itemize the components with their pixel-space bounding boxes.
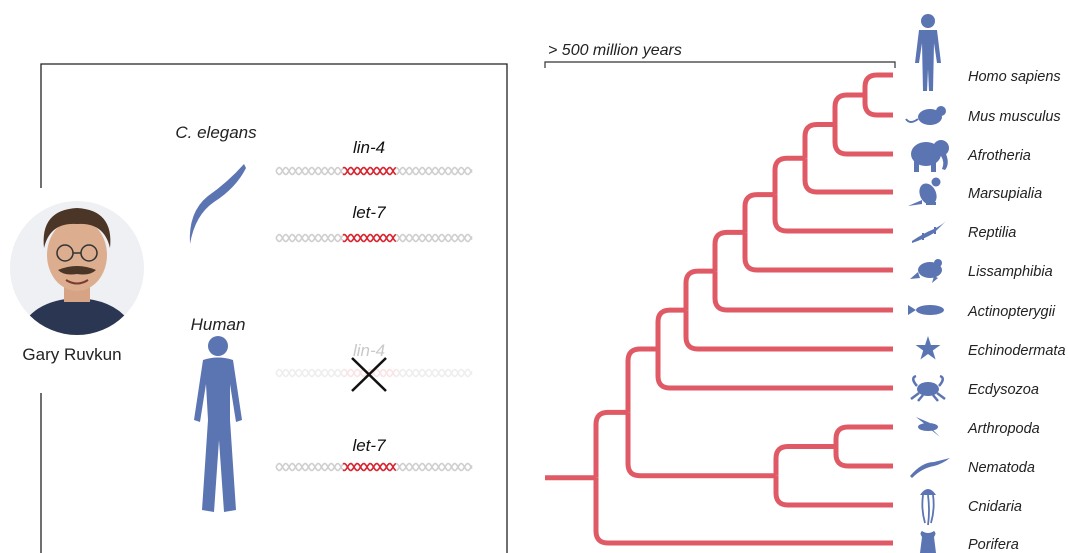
tree-branch [802, 122, 835, 159]
c-elegans-label: C. elegans [175, 123, 257, 142]
phylogenetic-tree [545, 72, 893, 546]
portrait-avatar [10, 201, 144, 335]
human-body-icon [194, 336, 242, 512]
taxon-label: Cnidaria [968, 499, 1022, 515]
tree-branch [742, 192, 775, 233]
tree-branch [712, 271, 893, 313]
mouse-icon [905, 106, 946, 125]
taxon-icons [905, 14, 950, 553]
gene-label-let7-human: let-7 [352, 436, 386, 455]
taxon-label: Ecdysozoa [968, 382, 1039, 398]
dna-strand-let7-human [275, 462, 473, 472]
tree-branch [832, 92, 865, 125]
tree-branch [862, 72, 893, 95]
tree-branch [593, 409, 628, 478]
lizard-icon [912, 221, 946, 243]
taxon-label: Marsupialia [968, 186, 1042, 202]
taxon-label: Homo sapiens [968, 69, 1061, 85]
jellyfish-icon [920, 489, 936, 526]
dna-strand-let7-elegans [275, 233, 473, 243]
tree-branch [773, 475, 893, 508]
tree-branch [712, 229, 745, 272]
starfish-icon [915, 336, 941, 360]
taxon-label: Echinodermata [968, 343, 1066, 359]
taxon-label: Nematoda [968, 460, 1035, 476]
tree-branch [593, 477, 893, 546]
tree-branch [833, 424, 893, 447]
tree-branch [802, 158, 893, 195]
fish-icon [908, 305, 944, 315]
tree-branch [772, 194, 893, 234]
person-name: Gary Ruvkun [22, 345, 121, 364]
worm-icon [910, 458, 950, 478]
tree-branch [833, 446, 893, 469]
tree-branch [683, 268, 715, 311]
scale-label: > 500 million years [548, 42, 682, 59]
tree-branch [832, 124, 893, 157]
sponge-icon [920, 531, 936, 553]
tree-branch [862, 95, 893, 118]
elephant-icon [911, 140, 949, 172]
taxon-label: Actinopterygii [967, 304, 1056, 320]
kangaroo-icon [908, 177, 941, 206]
gene-label-lin4-elegans: lin-4 [353, 138, 385, 157]
gene-label-lin4-human: lin-4 [353, 341, 385, 360]
dna-strand-lin4-elegans [275, 166, 473, 176]
frog-icon [910, 259, 942, 283]
scale-bar [544, 61, 896, 68]
tree-branch [655, 349, 893, 391]
fly-icon [916, 417, 940, 437]
dna-strands [275, 166, 473, 472]
dna-strand-lin4-human [275, 368, 473, 378]
taxon-label: Porifera [968, 537, 1019, 553]
taxon-label: Reptilia [968, 225, 1016, 241]
absent-cross-icon [351, 357, 387, 392]
tree-branch [772, 155, 805, 195]
tree-branch [773, 444, 836, 476]
tree-branch [625, 412, 776, 479]
taxon-label: Lissamphibia [968, 264, 1053, 280]
taxon-label: Mus musculus [968, 109, 1061, 125]
taxon-label: Afrotheria [967, 148, 1031, 164]
tree-branch [655, 307, 686, 350]
human-icon [915, 14, 941, 91]
gene-label-let7-elegans: let-7 [352, 203, 386, 222]
human-label: Human [191, 315, 246, 334]
left-panel-frame [40, 63, 508, 553]
tree-branch [625, 346, 658, 413]
crab-icon [910, 374, 946, 402]
c-elegans-worm-icon [189, 164, 246, 244]
taxon-label: Arthropoda [967, 421, 1040, 437]
tree-branch [742, 232, 893, 273]
tree-branch [683, 310, 893, 352]
